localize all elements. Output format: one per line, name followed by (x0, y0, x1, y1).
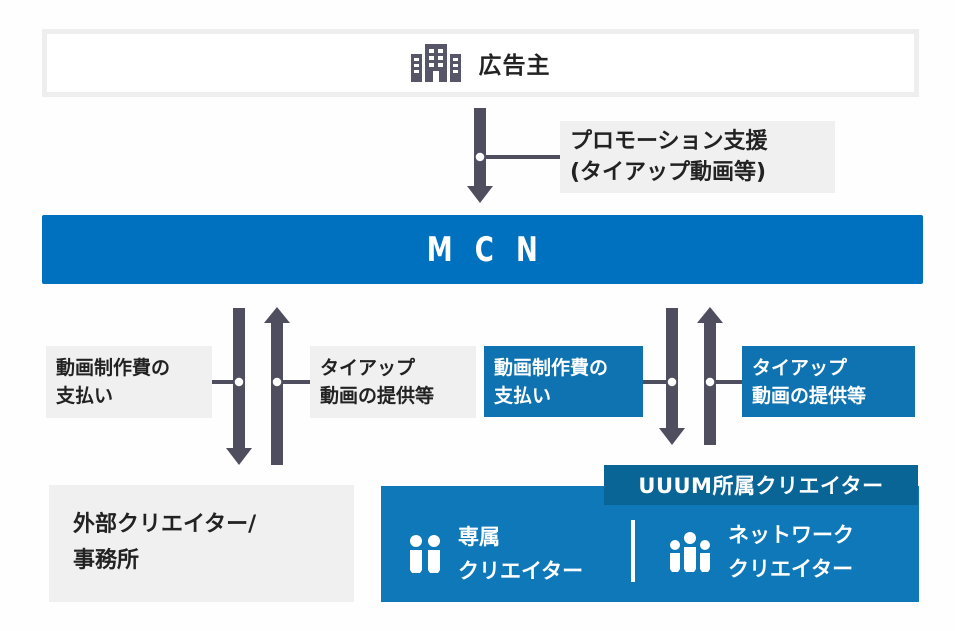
advertiser-label: 広告主 (478, 53, 551, 79)
uuum-delivery-label: タイアップ 動画の提供等 (742, 346, 915, 417)
building-icon (410, 44, 461, 82)
uuum-delivery-line2: 動画の提供等 (752, 385, 867, 407)
arrow-mcn-to-uuum (643, 308, 685, 445)
uuum-creators-header: UUUM所属クリエイター (604, 465, 918, 505)
promotion-support-label: プロモーション支援 (タイアップ動画等) (560, 121, 835, 193)
two-people-icon (410, 535, 440, 573)
uuum-payment-line1: 動画制作費の (494, 357, 609, 379)
external-delivery-label: タイアップ 動画の提供等 (310, 346, 476, 418)
external-creators-line2: 事務所 (73, 548, 140, 573)
promotion-support-line1: プロモーション支援 (570, 129, 768, 154)
advertiser-box: 広告主 (42, 29, 919, 97)
uuum-payment-label: 動画制作費の 支払い (484, 346, 643, 417)
network-creators-line2: クリエイター (728, 557, 854, 581)
arrow-advertiser-to-mcn (467, 108, 560, 203)
external-delivery-line1: タイアップ (320, 357, 416, 379)
promotion-support-line2: (タイアップ動画等) (570, 160, 767, 185)
uuum-payment-line2: 支払い (494, 385, 552, 407)
external-payment-label: 動画制作費の 支払い (46, 346, 212, 418)
exclusive-creators: 専属 クリエイター (408, 520, 583, 588)
connector-promotion (486, 155, 560, 159)
three-people-icon (670, 532, 710, 572)
exclusive-creators-line1: 専属 (458, 525, 500, 549)
mcn-bar: MCN (42, 215, 923, 284)
external-creators-line1: 外部クリエイター/ (73, 512, 257, 537)
network-creators-line1: ネットワーク (728, 523, 854, 547)
network-creators: ネットワーク クリエイター (668, 518, 854, 586)
uuum-delivery-line1: タイアップ (752, 357, 848, 379)
external-delivery-line2: 動画の提供等 (320, 385, 435, 407)
external-payment-line1: 動画制作費の (56, 357, 171, 379)
arrow-uuum-to-mcn (697, 307, 742, 445)
mcn-label: MCN (427, 229, 561, 270)
external-payment-line2: 支払い (56, 385, 114, 407)
exclusive-creators-line2: クリエイター (458, 559, 584, 583)
external-creators-box: 外部クリエイター/ 事務所 (49, 485, 354, 602)
arrow-mcn-to-external (212, 308, 252, 465)
uuum-creators-box (381, 486, 919, 602)
connector-dot (474, 151, 486, 163)
arrow-external-to-mcn (264, 307, 310, 465)
creator-type-divider (631, 520, 635, 582)
